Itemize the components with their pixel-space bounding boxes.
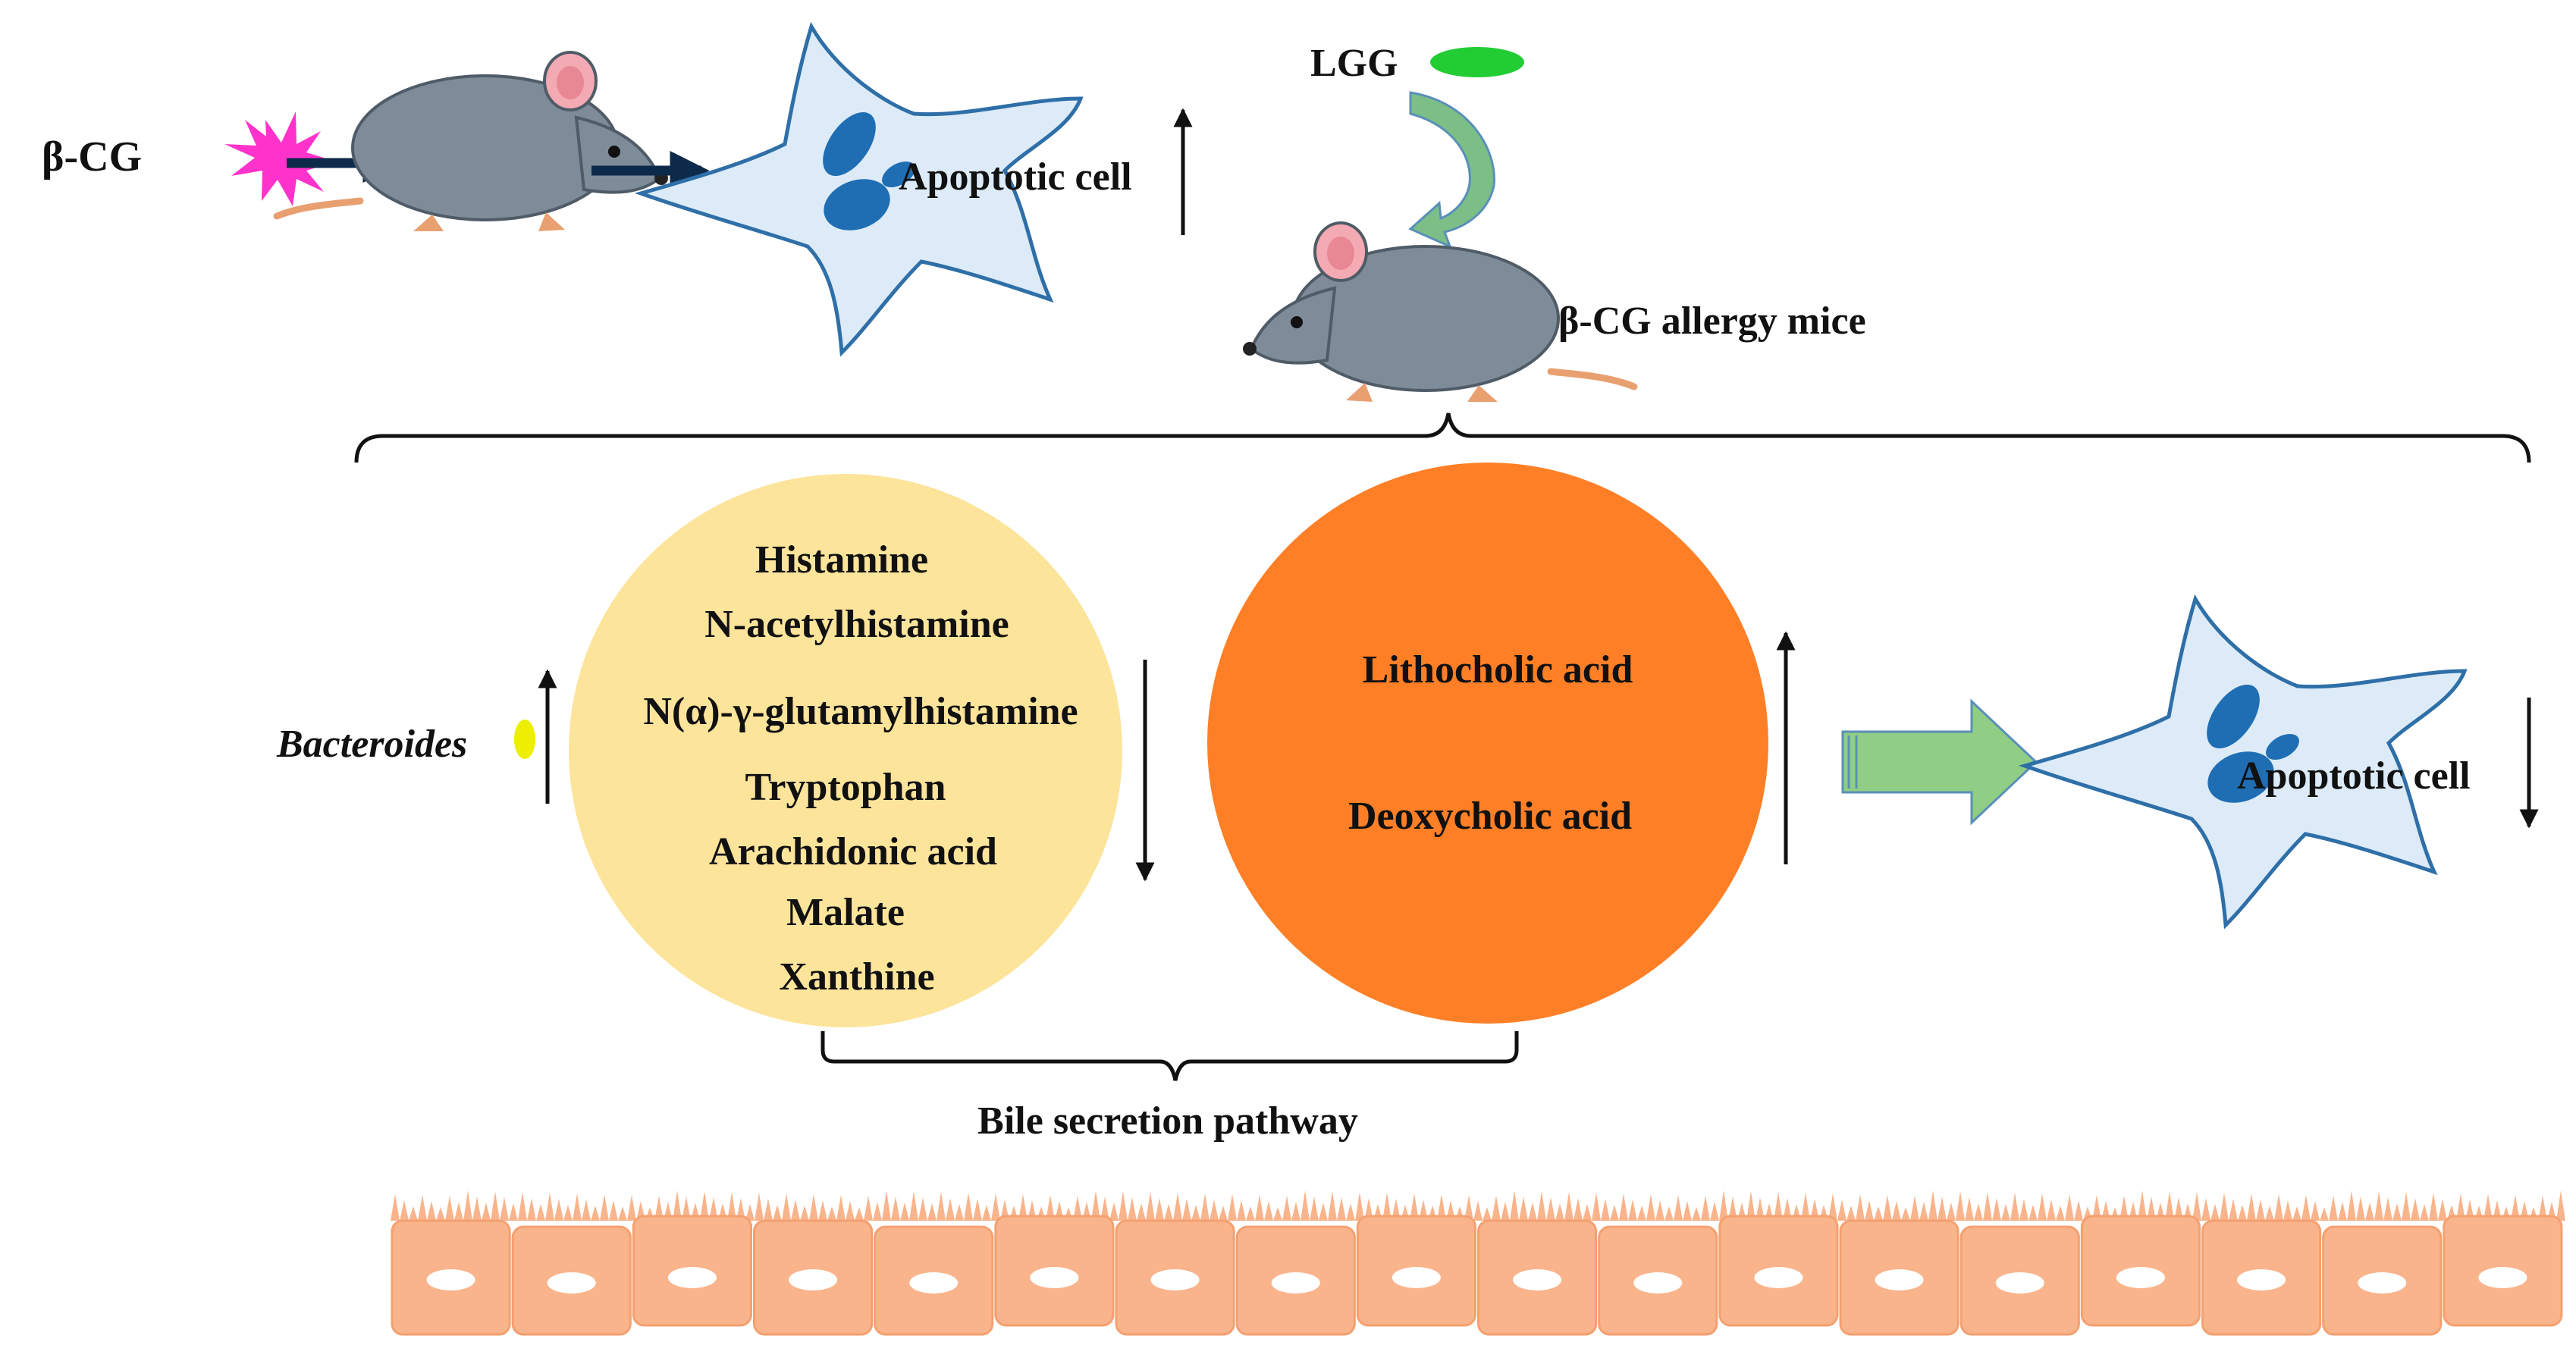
- right-metabolite-circle: [1207, 463, 1768, 1024]
- bile-acid-label: Deoxycholic acid: [1348, 795, 1632, 838]
- mouse-icon: [277, 52, 668, 231]
- gut-epithelium: [391, 1190, 2565, 1336]
- cell-nucleus: [2358, 1272, 2407, 1294]
- cell-nucleus: [1392, 1267, 1441, 1288]
- cell-nucleus: [667, 1267, 717, 1288]
- cell-nucleus: [1271, 1272, 1320, 1294]
- cell-nucleus: [1030, 1267, 1079, 1288]
- bottom-brace: [820, 1031, 1519, 1081]
- pathway-label: Bile secretion pathway: [977, 1099, 1358, 1143]
- metabolite-label: Histamine: [755, 538, 928, 582]
- lgg-label: LGG: [1310, 42, 1398, 85]
- metabolite-label: Malate: [786, 891, 905, 934]
- metabolite-label: N(α)-γ-glutamylhistamine: [643, 690, 1078, 733]
- lgg-ellipse-icon: [1430, 47, 1524, 77]
- villi: [391, 1190, 2565, 1221]
- cell-nucleus: [1633, 1272, 1683, 1294]
- allergen-label: β-CG: [42, 133, 142, 180]
- cell-nucleus: [1150, 1269, 1200, 1290]
- cell-nucleus: [2237, 1269, 2286, 1290]
- allergy-mice-label: β-CG allergy mice: [1558, 299, 1866, 343]
- curved-arrow-icon: [1408, 91, 1495, 249]
- cell-nucleus: [2116, 1267, 2165, 1288]
- cell-nucleus: [1513, 1269, 1562, 1290]
- apoptotic-cell-label-bottom: Apoptotic cell: [2237, 754, 2471, 798]
- metabolite-label: Tryptophan: [745, 766, 946, 809]
- cell-nucleus: [547, 1272, 596, 1294]
- metabolite-label: Arachidonic acid: [709, 830, 997, 873]
- metabolite-label: N-acetylhistamine: [704, 603, 1009, 646]
- cell-nucleus: [2478, 1267, 2527, 1288]
- cell-nucleus: [789, 1269, 838, 1290]
- left-metabolite-circle: [569, 474, 1122, 1027]
- bacteroides-ellipse-icon: [514, 720, 535, 759]
- curly-brace: [354, 412, 2531, 463]
- cell-nucleus: [1995, 1272, 2044, 1294]
- bacteroides-label: Bacteroides: [276, 723, 467, 766]
- cell-nucleus: [426, 1269, 475, 1290]
- big-arrow-icon: [1841, 698, 2038, 826]
- cell-nucleus: [909, 1272, 959, 1294]
- bile-acid-label: Lithocholic acid: [1363, 648, 1633, 691]
- apoptotic-cell-label-top: Apoptotic cell: [899, 155, 1132, 199]
- metabolite-label: Xanthine: [779, 955, 934, 999]
- star-icon: [224, 111, 336, 206]
- cell-nucleus: [1875, 1269, 1924, 1290]
- cell-nucleus: [1754, 1267, 1803, 1288]
